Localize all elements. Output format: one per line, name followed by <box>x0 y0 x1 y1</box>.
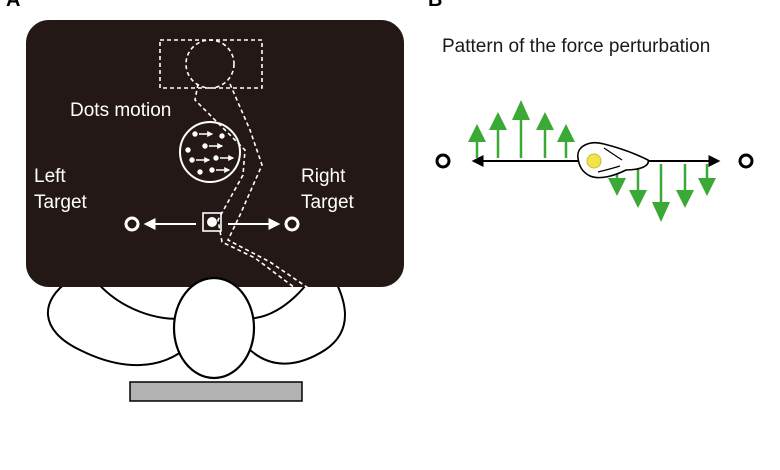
dot <box>220 134 224 138</box>
left-target-label-line1: Left <box>34 166 66 187</box>
dot <box>186 148 190 152</box>
handle-knob <box>587 154 601 168</box>
right-target-label-line2: Target <box>301 192 355 213</box>
force-arrow-down <box>652 164 670 222</box>
panel-b-title: Pattern of the force perturbation <box>442 36 710 57</box>
participant-head <box>174 278 254 378</box>
b-left-target <box>437 155 449 167</box>
dot <box>190 158 194 162</box>
upward-force-arrows <box>468 100 575 158</box>
panel-a: Dots motion Left Target Right Target <box>27 21 403 401</box>
panel-b: Pattern of the force perturbation <box>437 36 752 222</box>
force-arrow-down <box>629 164 647 208</box>
force-arrow-down <box>676 164 694 208</box>
force-arrow-down <box>698 164 716 196</box>
stand-bar <box>130 382 302 401</box>
force-arrow-up <box>468 124 486 158</box>
force-arrow-up <box>512 100 530 158</box>
b-right-target <box>740 155 752 167</box>
dot <box>214 156 218 160</box>
monitor-screen <box>27 21 403 286</box>
force-arrow-up <box>557 124 575 158</box>
dot <box>193 132 197 136</box>
left-target-label-line2: Target <box>34 192 88 213</box>
downward-force-arrows <box>608 164 716 222</box>
right-target-label-line1: Right <box>301 166 346 187</box>
cursor-dot <box>207 217 217 227</box>
dot <box>203 144 207 148</box>
panel-letter-a: A <box>6 0 20 11</box>
dot <box>210 168 214 172</box>
force-arrow-up <box>489 112 507 158</box>
panel-letter-b: B <box>428 0 442 11</box>
dots-motion-label: Dots motion <box>70 100 171 121</box>
force-arrow-up <box>536 112 554 158</box>
dot <box>198 170 202 174</box>
